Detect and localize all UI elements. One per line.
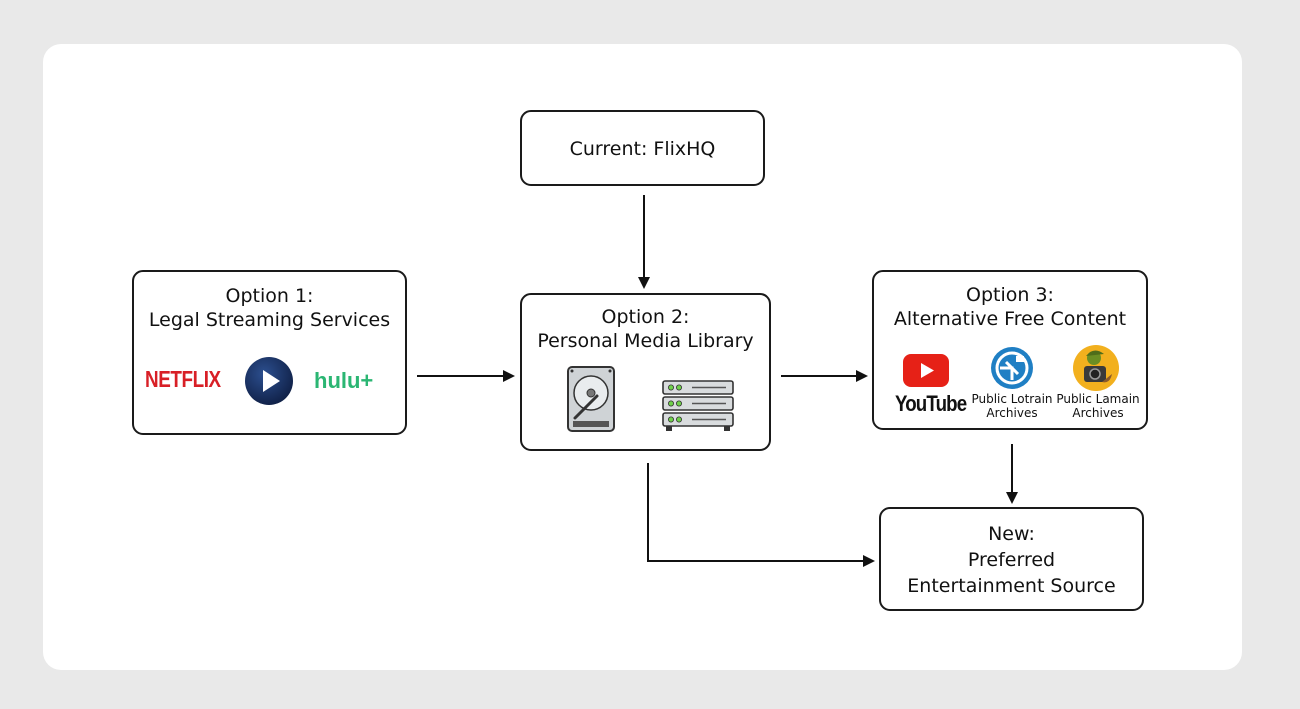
archive-label-1-line1: Public Lotrain	[971, 392, 1053, 406]
node-new-line1: New:	[988, 523, 1035, 545]
archive-label-1-line2: Archives	[986, 406, 1038, 420]
node-option2-subtitle: Personal Media Library	[537, 330, 754, 352]
node-option3-subtitle: Alternative Free Content	[893, 308, 1127, 330]
node-option3-title: Option 3:	[966, 284, 1054, 306]
archive-label-2-line2: Archives	[1072, 406, 1124, 420]
node-option2-title: Option 2:	[601, 306, 690, 328]
node-new-line3: Entertainment Source	[907, 575, 1116, 597]
node-current: Current: FlixHQ	[520, 110, 765, 186]
archive-label-2: Public Lamain Archives	[1052, 392, 1144, 420]
archive-label-1: Public Lotrain Archives	[964, 392, 1060, 420]
node-option1-title: Option 1:	[225, 285, 314, 307]
archive-label-2-line1: Public Lamain	[1056, 392, 1140, 406]
play-circle-icon	[244, 356, 294, 410]
node-option1: Option 1: Legal Streaming Services	[132, 270, 407, 435]
node-current-label: Current: FlixHQ	[569, 138, 716, 160]
server-rack-icon	[662, 380, 734, 436]
arrow-option2-to-new	[647, 463, 875, 567]
archive-globe-icon	[990, 346, 1034, 394]
archive-camera-icon	[1072, 344, 1120, 396]
hulu-logo: hulu+	[314, 368, 374, 393]
node-option1-subtitle: Legal Streaming Services	[148, 309, 391, 331]
netflix-logo: NETFLIX	[145, 366, 221, 392]
hard-drive-icon	[567, 366, 615, 436]
node-new-line2: Preferred	[967, 549, 1056, 571]
youtube-play-icon	[903, 354, 949, 391]
youtube-wordmark: YouTube	[895, 391, 967, 416]
node-new: New: Preferred Entertainment Source	[879, 507, 1144, 611]
